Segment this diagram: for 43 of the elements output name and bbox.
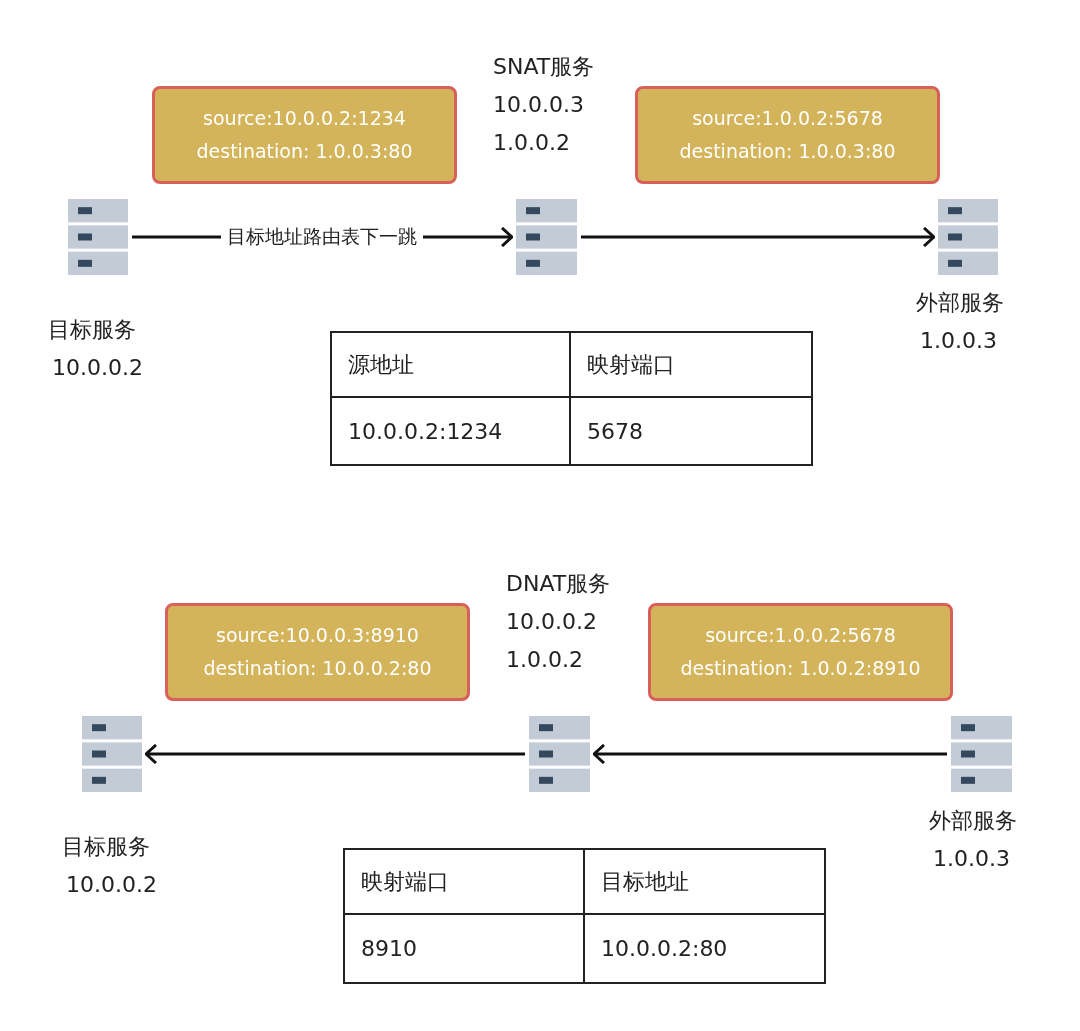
server-icon (529, 716, 590, 792)
server-caption: 1.0.0.2 (506, 646, 583, 674)
table-cell: 映射端口 (569, 331, 813, 398)
server-caption: 10.0.0.2 (506, 608, 597, 636)
server-caption: 1.0.0.3 (933, 845, 1010, 873)
packet-text: source:1.0.0.2:5678 (692, 106, 883, 131)
table-cell: 目标地址 (583, 848, 826, 915)
server-icon (68, 199, 128, 275)
server-caption: SNAT服务 (493, 53, 595, 81)
server-caption: 外部服务 (929, 807, 1017, 835)
server-icon (951, 716, 1012, 792)
server-caption: 10.0.0.2 (66, 871, 157, 899)
arrow (592, 743, 947, 765)
server-caption: DNAT服务 (506, 570, 611, 598)
packet-text: source:10.0.0.2:1234 (203, 106, 406, 131)
packet-text: source:1.0.0.2:5678 (705, 623, 896, 648)
table-cell: 8910 (343, 913, 585, 984)
packet-box (635, 86, 940, 184)
server-caption: 10.0.0.2 (52, 354, 143, 382)
packet-text: destination: 1.0.0.3:80 (679, 139, 896, 164)
table-cell: 10.0.0.2:1234 (330, 396, 571, 466)
packet-box (165, 603, 470, 701)
server-icon (516, 199, 577, 275)
server-caption: 10.0.0.3 (493, 91, 584, 119)
table-cell: 源地址 (330, 331, 571, 398)
server-caption: 目标服务 (62, 833, 150, 861)
server-caption: 外部服务 (916, 289, 1004, 317)
packet-box (152, 86, 457, 184)
server-caption: 1.0.0.3 (920, 327, 997, 355)
server-caption: 1.0.0.2 (493, 129, 570, 157)
server-icon (938, 199, 998, 275)
server-icon (82, 716, 142, 792)
server-caption: 目标服务 (48, 316, 136, 344)
packet-text: source:10.0.0.3:8910 (216, 623, 419, 648)
packet-text: destination: 10.0.0.2:80 (203, 656, 432, 681)
table-cell: 5678 (569, 396, 813, 466)
arrow (581, 226, 936, 248)
packet-text: destination: 1.0.0.3:80 (196, 139, 413, 164)
table-cell: 映射端口 (343, 848, 585, 915)
table-cell: 10.0.0.2:80 (583, 913, 826, 984)
packet-box (648, 603, 953, 701)
packet-text: destination: 1.0.0.2:8910 (680, 656, 921, 681)
arrow (144, 743, 525, 765)
